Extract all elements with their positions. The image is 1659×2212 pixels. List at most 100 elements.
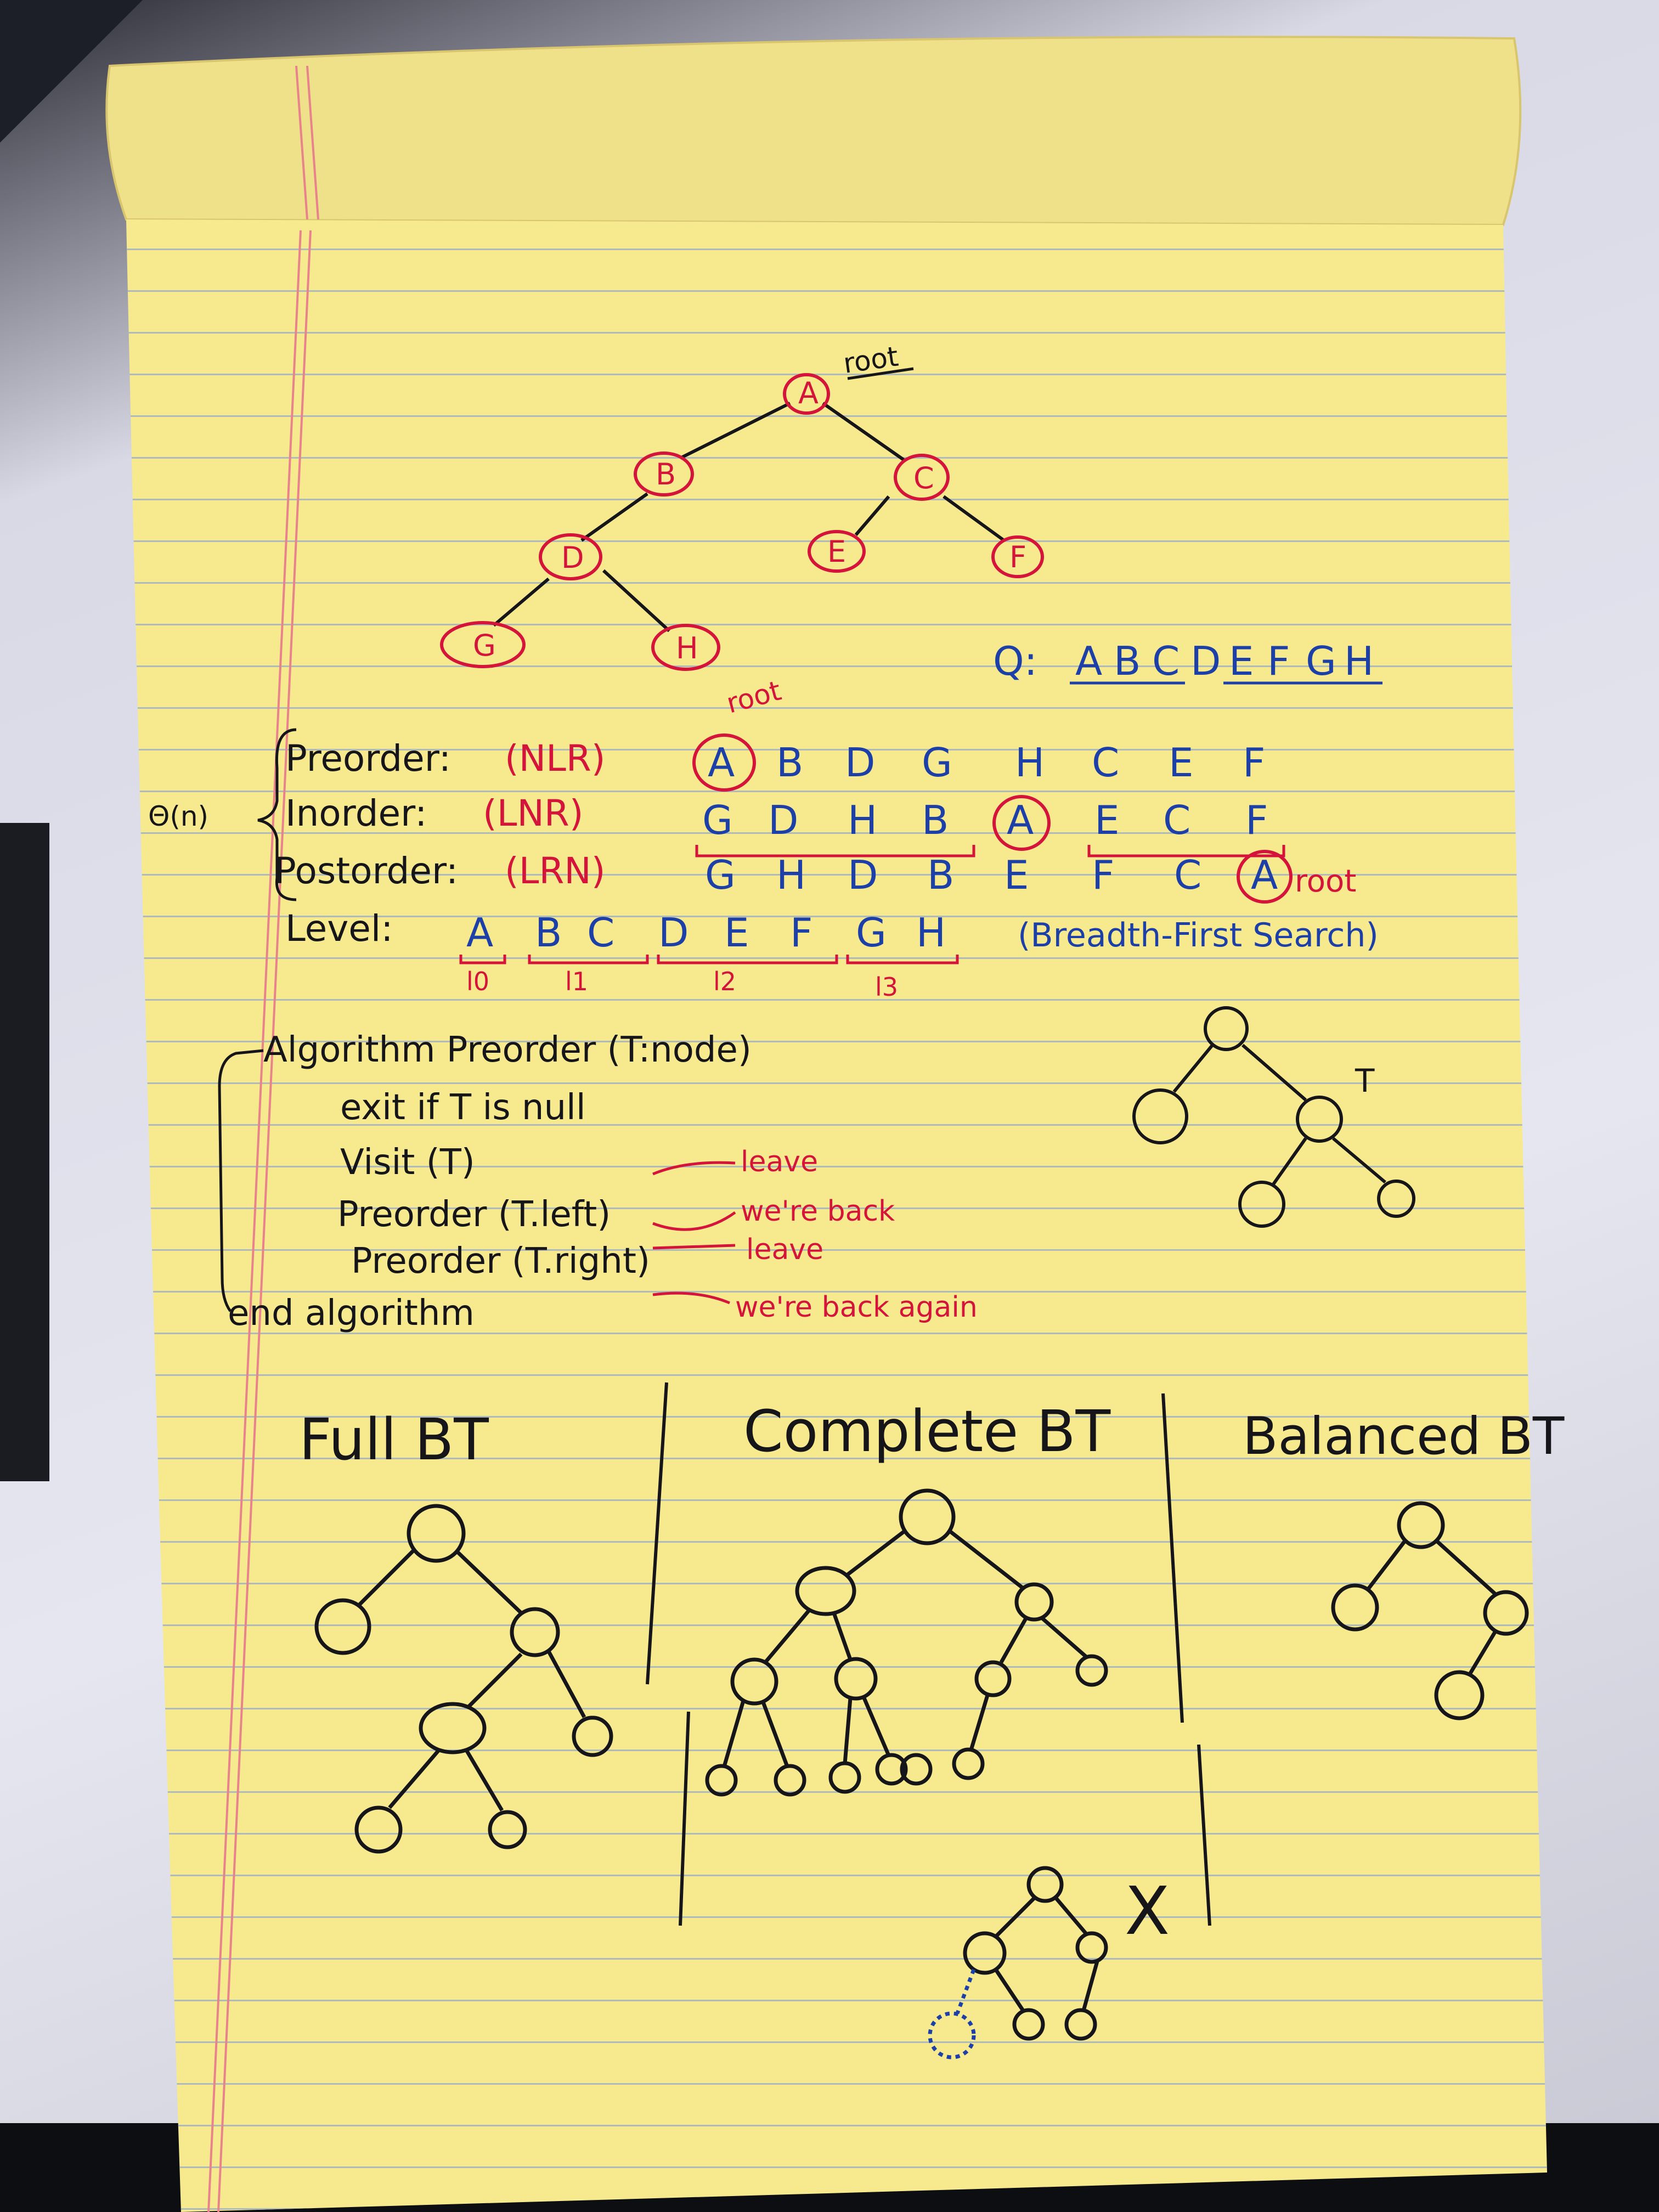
full-bt-title: Full BT [299,1406,489,1473]
svg-text:B: B [776,740,803,786]
algo-notes: leave we're back leave we're back again [735,1146,978,1324]
bfs-note: (Breadth-First Search) [1018,916,1379,955]
svg-text:G: G [856,910,887,956]
t-label: T [1355,1062,1375,1099]
tree-node-labels: A B C D E F G H [473,376,1026,665]
svg-text:H: H [848,797,877,843]
svg-text:A: A [1251,852,1278,898]
note-back-2: we're back again [735,1291,978,1324]
algo-line-2: exit if T is null [340,1087,586,1128]
cross-mark: X [1125,1874,1170,1950]
postorder-root-note: root [1295,864,1356,899]
svg-text:C: C [1092,740,1119,786]
svg-text:l1: l1 [565,967,588,996]
postorder-code: (LRN) [505,850,606,892]
svg-text:E: E [1094,797,1120,843]
level-label: Level: [285,907,393,950]
svg-text:l0: l0 [466,967,489,996]
inorder-label: Inorder: [285,792,427,834]
svg-text:D: D [848,852,878,898]
note-back-1: we're back [741,1195,895,1228]
svg-text:B: B [535,910,562,956]
algo-line-3: Visit (T) [340,1142,475,1183]
level-indices: l0 l1 l2 l3 [466,967,898,1002]
recursion-sketch [1132,1006,1415,1228]
algo-line-1: Algorithm Preorder (T:node) [263,1030,752,1070]
svg-text:G: G [922,740,952,786]
svg-text:F: F [790,910,812,956]
preorder-label: Preorder: [285,737,451,780]
tree-node-f: F [1009,540,1026,574]
svg-text:D: D [658,910,689,956]
preorder-sequence: A B D G H C E F [708,740,1265,786]
inorder-code: (LNR) [483,792,584,834]
svg-text:A: A [1075,638,1102,684]
tree-node-b: B [656,457,676,492]
algo-line-4: Preorder (T.left) [337,1194,611,1235]
algo-line-5: Preorder (T.right) [351,1241,650,1282]
svg-text:E: E [1169,740,1194,786]
svg-text:B: B [922,797,949,843]
note-leave-1: leave [741,1146,818,1178]
tree-node-c: C [913,461,934,495]
svg-text:D: D [845,740,875,786]
svg-text:H: H [1015,740,1045,786]
full-bt-sketch [314,1504,613,1854]
inorder-sequence: G D H B A E C F [702,797,1268,843]
svg-text:B: B [927,852,954,898]
counter-example-sketch [928,1866,1108,2059]
svg-text:l2: l2 [713,967,736,996]
svg-text:H: H [1344,638,1374,684]
svg-text:D: D [768,797,798,843]
svg-text:H: H [916,910,946,956]
level-sequence: A B C D E F G H [466,910,946,956]
svg-text:H: H [776,852,806,898]
complete-bt-sketch [705,1488,1108,1797]
svg-text:G: G [702,797,733,843]
note-leave-2: leave [746,1233,823,1266]
tree-node-e: E [827,534,846,569]
complete-bt-title: Complete BT [743,1398,1111,1465]
root-note: root [723,675,785,720]
svg-text:l3: l3 [875,972,898,1002]
svg-text:C: C [1152,638,1180,684]
tree-node-h: H [676,631,698,665]
svg-text:G: G [705,852,736,898]
binary-tree-example [440,373,1044,671]
svg-text:A: A [466,910,493,956]
svg-text:C: C [1163,797,1190,843]
traversal-codes: (NLR) (LNR) (LRN) [483,737,606,892]
svg-text:F: F [1245,797,1268,843]
balanced-bt-title: Balanced BT [1243,1407,1565,1466]
tree-node-g: G [473,628,496,663]
queue-line: Q: A B C D E F G H [993,638,1374,684]
bt-type-titles: Full BT Complete BT Balanced BT [299,1398,1565,1473]
svg-text:F: F [1243,740,1265,786]
svg-text:F: F [1267,638,1290,684]
svg-text:F: F [1092,852,1114,898]
queue-label: Q: [993,638,1037,684]
svg-text:E: E [1004,852,1029,898]
algorithm-preorder: Algorithm Preorder (T:node) exit if T is… [228,1030,752,1334]
svg-text:C: C [1174,852,1201,898]
algo-line-6: end algorithm [228,1293,475,1334]
svg-text:D: D [1190,638,1221,684]
dark-edge-left [0,823,49,1481]
svg-text:A: A [708,740,735,786]
postorder-sequence: G H D B E F C A [705,852,1278,898]
svg-text:C: C [587,910,614,956]
preorder-code: (NLR) [505,737,606,780]
balanced-bt-sketch [1331,1501,1529,1720]
tree-node-d: D [561,540,584,575]
svg-text:A: A [1007,797,1034,843]
postorder-label: Postorder: [274,850,458,892]
svg-text:G: G [1306,638,1336,684]
theta-complexity: Θ(n) [148,800,208,832]
tree-node-a: A [798,376,819,410]
svg-text:E: E [724,910,749,956]
svg-text:E: E [1229,638,1254,684]
traversal-labels: Preorder: Inorder: Postorder: Level: [274,737,458,950]
svg-text:B: B [1114,638,1141,684]
